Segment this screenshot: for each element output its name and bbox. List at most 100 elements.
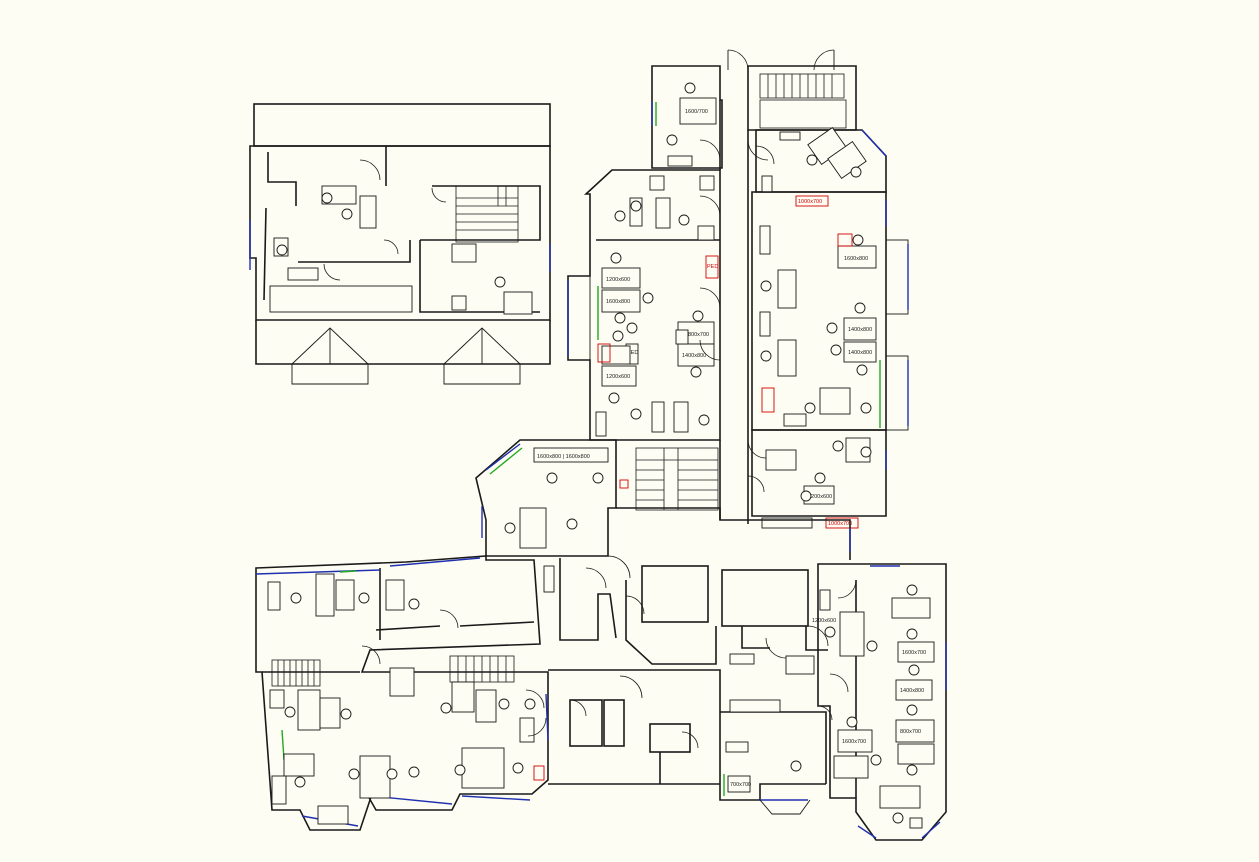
- cw-desk-bottom-a: [651, 401, 665, 433]
- label-1600x700: 1600x700: [902, 650, 926, 656]
- east-office-outer: [751, 191, 887, 431]
- chair: [512, 762, 524, 774]
- sc-walls: [548, 669, 826, 801]
- cw-desk-bottom-b: [673, 401, 689, 433]
- cw-bay: [567, 275, 591, 361]
- east-desk-1400x800-b: [843, 341, 877, 363]
- annex-inner-wall-a: [267, 152, 297, 206]
- sw-desk-1600x800: [389, 667, 415, 697]
- north-desk-1600x700: [679, 97, 717, 125]
- label-1600x700: 1600x700: [842, 739, 866, 745]
- se-desk-a: [891, 597, 931, 619]
- core-lobby-wall-b: [741, 626, 770, 649]
- core-service-walls: [559, 558, 617, 641]
- chair: [906, 584, 918, 596]
- label-800x700: 800x700: [900, 729, 921, 735]
- se-window-south-b: [921, 821, 941, 839]
- sw-bench: [317, 805, 349, 825]
- chair: [614, 312, 626, 324]
- annex-door-swing-4: [323, 263, 341, 281]
- chair: [684, 82, 696, 94]
- chair: [341, 208, 353, 220]
- chair: [290, 592, 302, 604]
- chair: [892, 812, 904, 824]
- central-nw-window: [485, 443, 521, 471]
- north-entrance-door-right: [813, 49, 835, 71]
- chair: [906, 704, 918, 716]
- sw-window-north-b: [389, 557, 481, 567]
- chair: [806, 154, 818, 166]
- sw-window-north-a: [255, 569, 381, 575]
- chair: [498, 698, 510, 710]
- se-desk-1400x800-b: [897, 743, 935, 765]
- label-700x700: 700x700: [730, 782, 751, 788]
- se-desk-1200x600: [839, 611, 865, 657]
- core-ped: [543, 565, 555, 593]
- sw-desk-d: [319, 697, 341, 729]
- sw-window-south-b: [461, 795, 531, 801]
- annex-desk-e: [451, 243, 477, 263]
- east-bay-b: [885, 355, 909, 431]
- central-desk-1600x800: [519, 507, 547, 549]
- chair: [454, 764, 466, 776]
- cw-desk-1400x800-right: [677, 343, 715, 367]
- cw-cabinet-a: [697, 225, 715, 241]
- central-corridor: [699, 100, 769, 524]
- cw-ped-b: [675, 329, 689, 345]
- chair: [612, 330, 624, 342]
- se-desk-d: [879, 785, 921, 809]
- chair: [284, 706, 296, 718]
- sw-cabinet-a: [267, 581, 281, 611]
- east-desk-b: [777, 339, 797, 377]
- chair: [678, 214, 690, 226]
- sw-desk-g: [359, 755, 391, 799]
- chair: [610, 252, 622, 264]
- se-desk-800x700: [895, 719, 935, 743]
- sw-desk-b: [385, 579, 405, 611]
- north-entrance-door-left: [727, 49, 749, 71]
- sw-staircase: [271, 659, 321, 687]
- annex-inner-wall-f: [419, 240, 540, 313]
- chair: [804, 402, 816, 414]
- label-1200x600: 1200x600: [606, 374, 630, 380]
- red-highlight-small: [619, 479, 629, 489]
- label-1200x600: 1200x600: [812, 618, 836, 624]
- red-highlight-sw: [533, 765, 545, 781]
- red-highlight-box-a: [705, 255, 719, 279]
- sw-desk-1400x800: [315, 573, 335, 617]
- chair: [494, 276, 506, 288]
- sw-outer-wall: [255, 555, 549, 831]
- chair: [630, 408, 642, 420]
- sw-desk-800x700: [283, 753, 315, 777]
- east-office: 1000x700 1600x800 1400x800 1400x800: [751, 191, 909, 431]
- chair: [698, 414, 710, 426]
- red-highlight-1000x700: [795, 195, 829, 207]
- east-desk-c: [819, 387, 851, 415]
- west-annex-block: [249, 103, 551, 385]
- chair: [294, 776, 306, 788]
- chair: [906, 628, 918, 640]
- chair: [504, 522, 516, 534]
- chair: [276, 244, 288, 256]
- chair: [666, 134, 678, 146]
- southeast-wing: 1200x600 1600x700 1400x800 800x700 1600x…: [812, 563, 947, 841]
- se-cabinet: [819, 589, 831, 611]
- core-bench-a: [729, 653, 755, 665]
- annex-bench: [269, 285, 413, 313]
- red-label-1000x700: 1000x700: [828, 521, 852, 527]
- chair: [566, 518, 578, 530]
- red-highlight-box-e: [837, 233, 853, 247]
- annex-desk-f: [503, 291, 533, 315]
- chair: [524, 698, 536, 710]
- chair: [614, 210, 626, 222]
- se-desk-1400x800: [895, 679, 933, 701]
- chair: [826, 322, 838, 334]
- chair: [906, 764, 918, 776]
- central-nw-office: [475, 439, 617, 557]
- label-1600x700: 1600/700: [685, 109, 708, 115]
- chair: [440, 702, 452, 714]
- sw-window-east: [545, 693, 549, 741]
- ne-window: [861, 129, 887, 157]
- east-desk-1400x800-a: [843, 317, 877, 341]
- label-1400x800: 1400x800: [900, 688, 924, 694]
